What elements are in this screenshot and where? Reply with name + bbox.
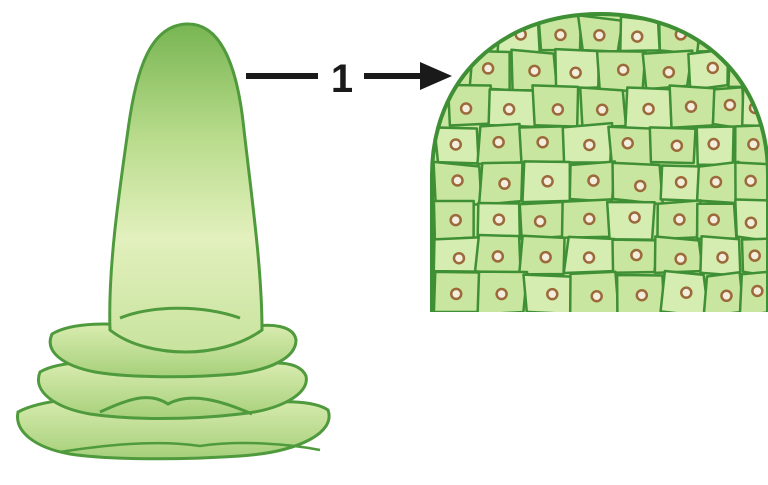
shoot-apex-illustration (18, 24, 330, 459)
meristem-cells-illustration (432, 14, 768, 317)
cell-nucleus (746, 218, 756, 228)
cell-nucleus (555, 30, 565, 40)
cell-nucleus (746, 176, 756, 186)
cell (728, 49, 768, 87)
cell-nucleus (497, 289, 507, 299)
apical-dome (110, 24, 262, 352)
cell-nucleus (541, 252, 551, 262)
cell-nucleus (725, 100, 735, 110)
cell-nucleus (584, 140, 594, 150)
cell-nucleus (451, 215, 461, 225)
cell-nucleus (529, 66, 539, 76)
cell-nucleus (553, 104, 563, 114)
cell-nucleus (750, 251, 760, 261)
cell-nucleus (451, 289, 461, 299)
cell-nucleus (632, 32, 642, 42)
cell-nucleus (681, 288, 691, 298)
cell-nucleus (711, 177, 721, 187)
cell-nucleus (748, 139, 758, 149)
cell-nucleus (686, 102, 696, 112)
cell-nucleus (752, 286, 762, 296)
cell-nucleus (500, 179, 510, 189)
cell-nucleus (676, 177, 686, 187)
cell-nucleus (637, 290, 647, 300)
cell-nucleus (494, 137, 504, 147)
callout-label: 1 (331, 57, 353, 101)
cell-nucleus (538, 137, 548, 147)
cell-nucleus (709, 139, 719, 149)
cell-nucleus (630, 213, 640, 223)
cell-nucleus (584, 253, 594, 263)
cell-nucleus (631, 250, 641, 260)
cell-nucleus (547, 289, 557, 299)
cell-nucleus (618, 65, 628, 75)
cell-nucleus (664, 67, 674, 77)
cell-nucleus (483, 63, 493, 73)
cell-nucleus (676, 254, 686, 264)
cell-nucleus (494, 215, 504, 225)
cell-nucleus (451, 140, 461, 150)
cell-nucleus (731, 31, 741, 41)
cell-nucleus (543, 176, 553, 186)
cell-nucleus (709, 215, 719, 225)
cell-nucleus (584, 214, 594, 224)
cell-nucleus (493, 251, 503, 261)
cell-nucleus (453, 176, 463, 186)
cell-nucleus (571, 68, 581, 78)
cell-nucleus (597, 105, 607, 115)
cell-nucleus (461, 104, 471, 114)
cell-nucleus (644, 104, 654, 114)
cell-nucleus (454, 253, 464, 263)
cell-nucleus (588, 176, 598, 186)
cell-nucleus (535, 216, 545, 226)
arrow-right-icon (420, 62, 452, 90)
cell-nucleus (708, 63, 718, 73)
cell-nucleus (635, 181, 645, 191)
callout-arrow: 1 (246, 57, 452, 101)
cell-nucleus (717, 253, 727, 263)
cell-nucleus (594, 30, 604, 40)
cell-nucleus (672, 141, 682, 151)
cell-nucleus (504, 104, 514, 114)
cell-nucleus (674, 214, 684, 224)
cell-nucleus (747, 63, 757, 73)
cell-nucleus (592, 291, 602, 301)
cell-nucleus (623, 138, 633, 148)
cell-nucleus (721, 291, 731, 301)
